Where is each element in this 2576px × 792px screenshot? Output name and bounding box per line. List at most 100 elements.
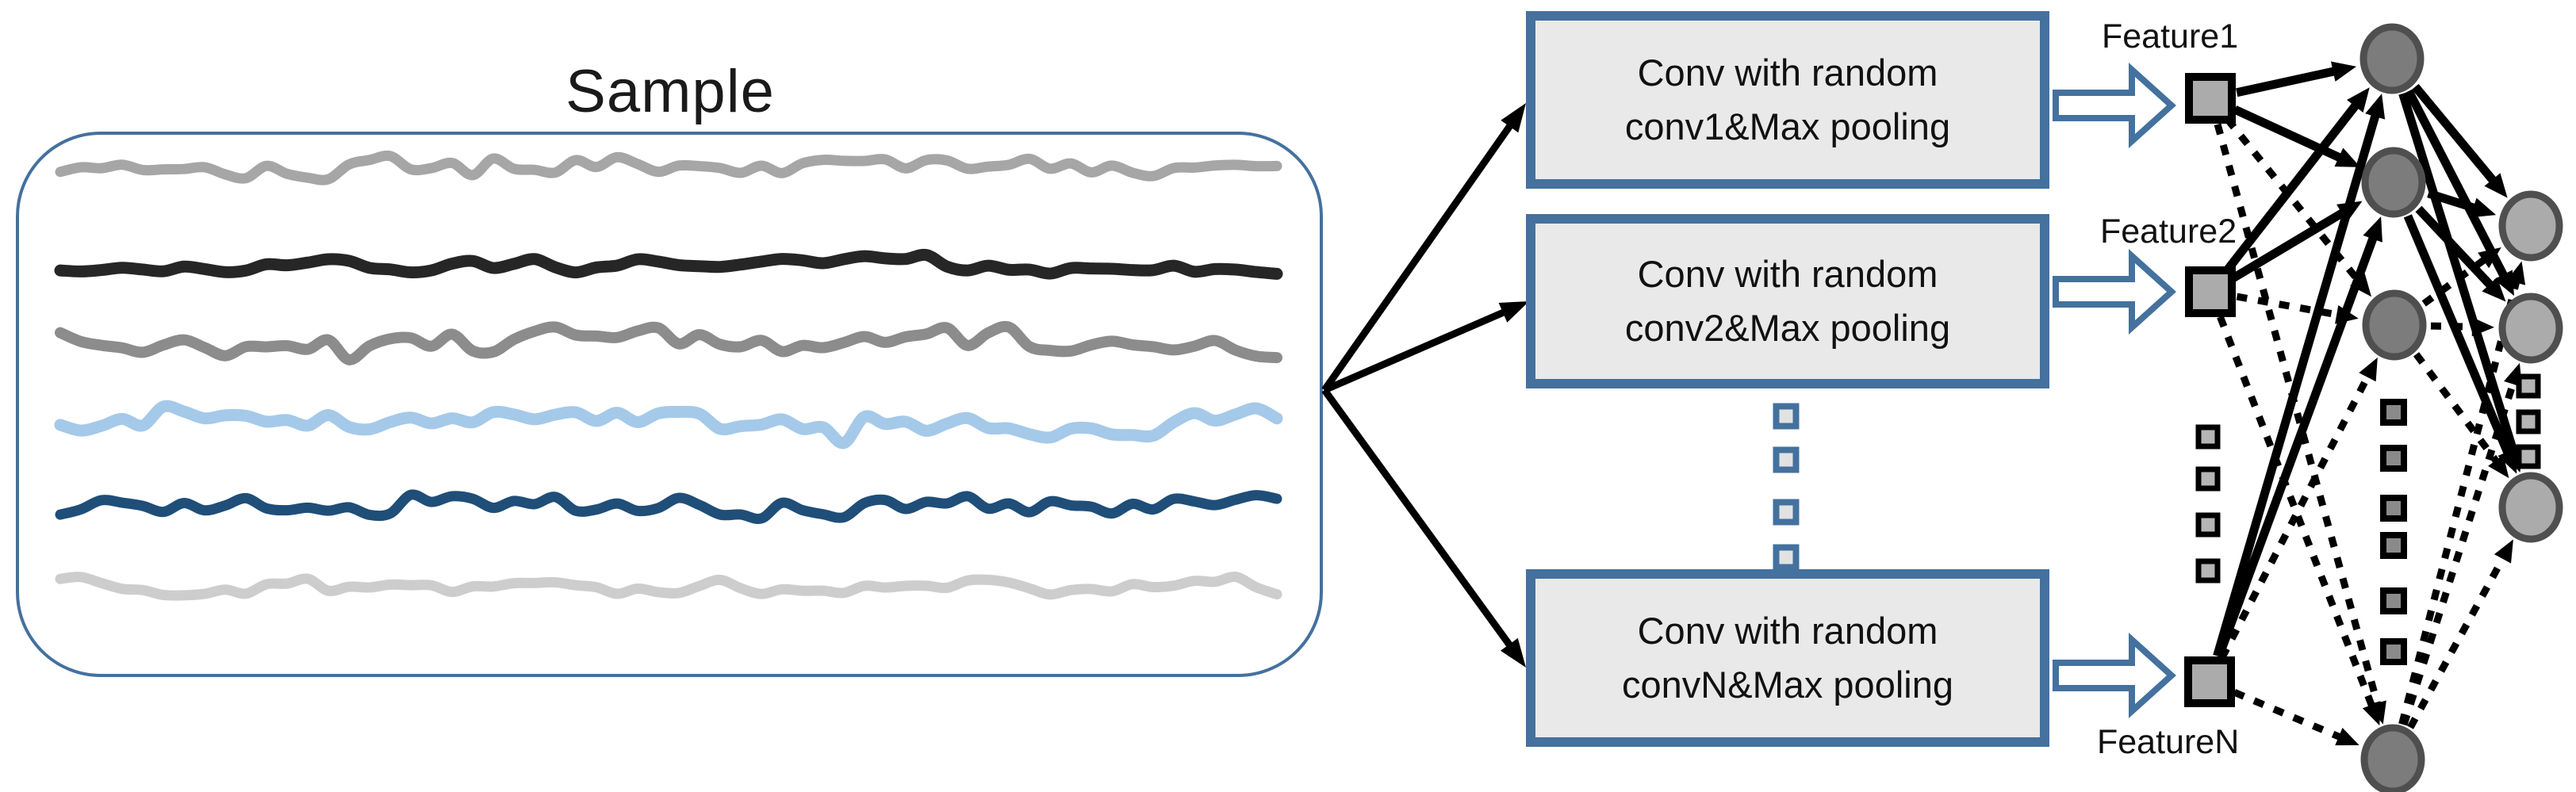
feature2-label: Feature2 xyxy=(2100,212,2237,251)
edge-dotted-FN-H3-shaft xyxy=(2218,373,2372,660)
conv-box-1 xyxy=(1526,11,2049,189)
edge-solid-H1-O1-head xyxy=(2484,173,2508,198)
feature-ellipsis-square-icon xyxy=(2195,558,2221,583)
edge-dotted-H3-O1-head xyxy=(2478,247,2501,269)
ellipsis-square-icon xyxy=(1773,499,1800,526)
edge-solid-FN-H1-shaft xyxy=(2213,112,2381,657)
edge-dotted-H4-O3-head xyxy=(2494,539,2513,564)
feature1-label: Feature1 xyxy=(2102,17,2239,55)
hidden-ellipsis-square-icon xyxy=(2380,495,2407,522)
conv-box-1-line2: conv1&Max pooling xyxy=(1624,105,1951,147)
conv-box-3-line2: convN&Max pooling xyxy=(1622,664,1953,706)
edge-dotted-F1-H3-shaft xyxy=(2224,117,2363,285)
feature-square-1 xyxy=(2185,73,2236,124)
edge-dotted-H4-O3-shaft xyxy=(2407,554,2508,729)
edge-solid-F1-H2-head xyxy=(2334,147,2361,167)
feature-square-3 xyxy=(2184,656,2235,707)
block-arrow-featureN-icon xyxy=(2053,633,2176,718)
hidden-ellipsis-square-icon xyxy=(2380,638,2407,665)
signal-3-waveform xyxy=(55,320,1282,365)
edge-dotted-F2-H3-head xyxy=(2335,305,2359,324)
conv-box-1-label: Conv with random conv1&Max pooling xyxy=(1531,16,2045,184)
hidden-node-H4 xyxy=(2360,724,2425,792)
signal-2-waveform xyxy=(54,248,1283,280)
edge-dotted-H4-O2-shaft xyxy=(2400,380,2517,726)
output-ellipsis-square-icon xyxy=(2516,409,2541,434)
signal-5-waveform xyxy=(55,489,1282,524)
hidden-ellipsis-square-icon xyxy=(2380,532,2407,559)
hidden-ellipsis-square-icon xyxy=(2380,399,2407,426)
edge-dotted-FN-H4-head xyxy=(2335,728,2359,746)
output-ellipsis-square-icon xyxy=(2516,373,2541,399)
hidden-ellipsis-square-icon xyxy=(2380,587,2407,614)
output-ellipsis-square-icon xyxy=(2516,444,2541,469)
fan-arrow-1-shaft xyxy=(1321,121,1515,392)
feature-ellipsis-square-icon xyxy=(2195,512,2221,538)
output-node-O3 xyxy=(2498,472,2563,543)
edge-solid-F1-H1-shaft xyxy=(2236,66,2337,98)
edge-dotted-F1-H4-shaft xyxy=(2214,123,2382,707)
fan-arrow-2-shaft xyxy=(1323,308,1508,394)
conv-box-2-line2: conv2&Max pooling xyxy=(1624,307,1951,349)
fan-arrow-1-head xyxy=(1501,103,1526,133)
edge-solid-F2-H1-head xyxy=(2347,87,2370,113)
feature-square-2 xyxy=(2185,266,2236,317)
signal-1-waveform xyxy=(55,150,1282,186)
edge-dotted-F2-H4-shaft xyxy=(2217,316,2376,710)
ellipsis-square-icon xyxy=(1773,446,1800,473)
conv-box-3-label: Conv with random convN&Max pooling xyxy=(1531,574,2045,742)
signal-4-waveform xyxy=(54,400,1283,450)
block-arrow-feature2-icon xyxy=(2053,249,2176,335)
edge-solid-H1-O3-shaft xyxy=(2398,92,2518,454)
feature-ellipsis-square-icon xyxy=(2195,466,2221,492)
edge-dotted-H3-O3-head xyxy=(2488,454,2509,479)
edge-solid-H2-O1-shaft xyxy=(2427,189,2478,213)
edge-dotted-FN-H4-shaft xyxy=(2233,689,2344,741)
ellipsis-square-icon xyxy=(1773,403,1800,430)
edge-dotted-FN-H3-head xyxy=(2359,357,2378,382)
edge-solid-FN-H2-head xyxy=(2363,216,2382,243)
edge-dotted-H3-O2-head xyxy=(2471,317,2495,337)
edge-dotted-F2-H4-head xyxy=(2362,701,2381,726)
edge-solid-H1-O2-head xyxy=(2494,270,2514,297)
edge-dotted-H3-O3-shaft xyxy=(2413,352,2501,465)
edge-solid-H2-O3-shaft xyxy=(2403,214,2513,457)
edge-solid-F1-H1-head xyxy=(2330,61,2357,82)
hidden-ellipsis-square-icon xyxy=(2380,445,2407,472)
edge-solid-H1-O1-shaft xyxy=(2412,83,2498,186)
fan-arrow-2-head xyxy=(1498,301,1529,323)
edge-solid-FN-H2-shaft xyxy=(2214,234,2379,658)
edge-solid-H2-O2-head xyxy=(2482,277,2506,302)
edge-solid-F1-H2-shaft xyxy=(2233,105,2344,163)
conv-box-1-line1: Conv with random xyxy=(1637,51,1938,94)
conv-box-3 xyxy=(1526,569,2049,747)
sample-panel-title: Sample xyxy=(565,58,775,125)
edge-dotted-F2-H3-shaft xyxy=(2236,293,2340,319)
output-node-O1 xyxy=(2498,190,2563,262)
edge-solid-H2-O3-head xyxy=(2497,447,2517,474)
edge-solid-H2-O1-head xyxy=(2470,197,2497,218)
output-node-O2 xyxy=(2498,293,2563,364)
block-arrow-feature1-icon xyxy=(2053,63,2176,148)
hidden-node-H2 xyxy=(2361,147,2426,218)
edge-solid-H1-O2-shaft xyxy=(2405,89,2509,280)
edge-solid-FN-H1-head xyxy=(2365,94,2386,120)
edge-solid-F2-H2-shaft xyxy=(2231,208,2348,282)
fan-arrow-3-shaft xyxy=(1321,388,1514,649)
edge-dotted-F1-H3-head xyxy=(2350,273,2372,297)
conv-box-3-line1: Conv with random xyxy=(1637,609,1938,652)
edge-dotted-H4-O1-head xyxy=(2506,261,2526,285)
signal-6-waveform xyxy=(55,572,1282,601)
conv-box-2 xyxy=(1526,214,2049,388)
edge-solid-H2-O2-shaft xyxy=(2415,205,2495,290)
ellipsis-square-icon xyxy=(1773,544,1800,571)
conv-box-2-label: Conv with random conv2&Max pooling xyxy=(1531,219,2045,384)
conv-box-2-line1: Conv with random xyxy=(1637,252,1938,295)
edge-solid-F2-H1-shaft xyxy=(2223,101,2361,274)
edge-dotted-H3-O2-shaft xyxy=(2430,322,2476,331)
featureN-label: FeatureN xyxy=(2097,723,2240,761)
hidden-node-H3 xyxy=(2362,289,2427,361)
feature-ellipsis-square-icon xyxy=(2195,424,2221,450)
